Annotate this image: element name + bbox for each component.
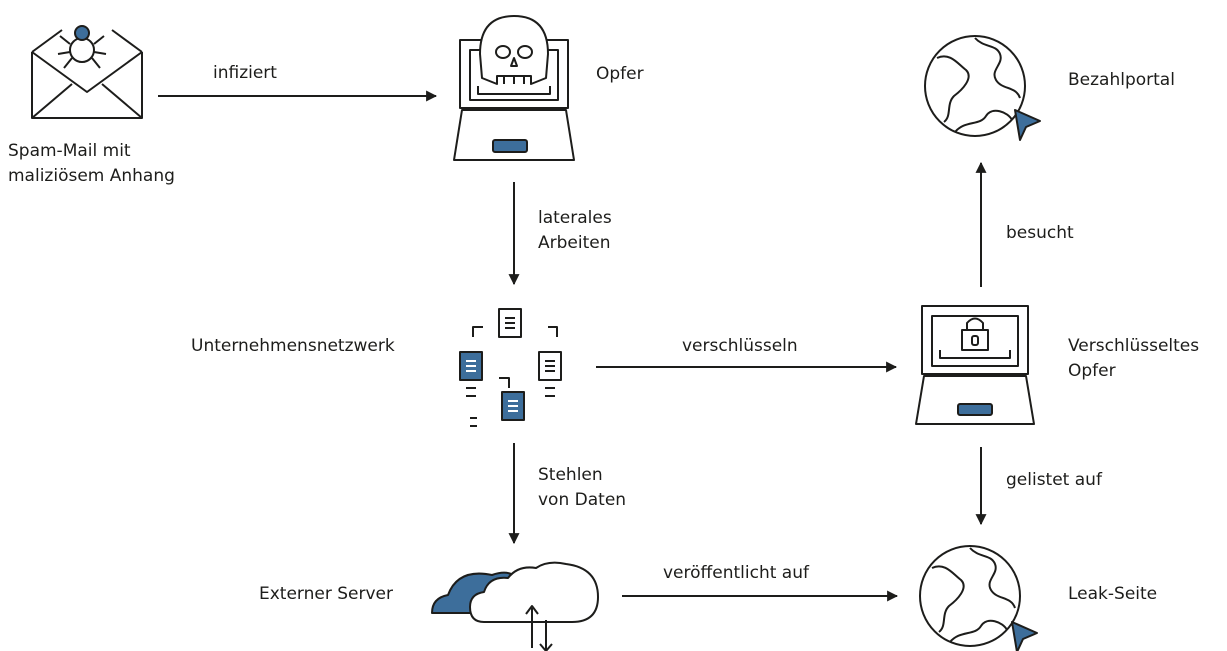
- edge-label-lateral-line1: laterales: [538, 208, 612, 228]
- leak-site-label: Leak-Seite: [1068, 584, 1158, 604]
- encrypted-victim-label-line1: Verschlüsseltes: [1068, 336, 1200, 356]
- spam-mail-label: Spam-Mail mit maliziösem Anhang: [8, 139, 175, 189]
- edge-label-listed: gelistet auf: [1006, 470, 1102, 490]
- spam-mail-label-line2: maliziösem Anhang: [8, 166, 175, 186]
- company-network-label: Unternehmensnetzwerk: [191, 336, 395, 356]
- edge-label-encrypt: verschlüsseln: [682, 336, 798, 356]
- edge-label-visits: besucht: [1006, 223, 1074, 243]
- payment-portal-label: Bezahlportal: [1068, 70, 1175, 90]
- edge-label-lateral-line2: Arbeiten: [538, 233, 611, 253]
- envelope-bug-icon: [31, 25, 143, 119]
- encrypted-victim-label-line2: Opfer: [1068, 361, 1116, 381]
- cloud-upload-download-icon: [431, 561, 599, 651]
- laptop-skull-icon: [453, 15, 575, 161]
- edge-label-steal-line1: Stehlen: [538, 465, 603, 485]
- edge-label-published: veröffentlicht auf: [663, 563, 809, 583]
- spam-mail-label-line1: Spam-Mail mit: [8, 141, 131, 161]
- edge-label-infects: infiziert: [213, 63, 277, 83]
- encrypted-victim-label: Verschlüsseltes Opfer: [1068, 334, 1199, 384]
- external-server-label: Externer Server: [259, 584, 393, 604]
- globe-cursor-icon: [924, 35, 1041, 141]
- edge-label-steal-line2: von Daten: [538, 490, 627, 510]
- victim-label: Opfer: [596, 64, 644, 84]
- globe-cursor-icon: [919, 545, 1038, 651]
- network-icon: [459, 308, 562, 427]
- laptop-lock-icon: [915, 305, 1035, 425]
- edge-label-lateral: laterales Arbeiten: [538, 206, 612, 256]
- edge-label-steal: Stehlen von Daten: [538, 463, 626, 513]
